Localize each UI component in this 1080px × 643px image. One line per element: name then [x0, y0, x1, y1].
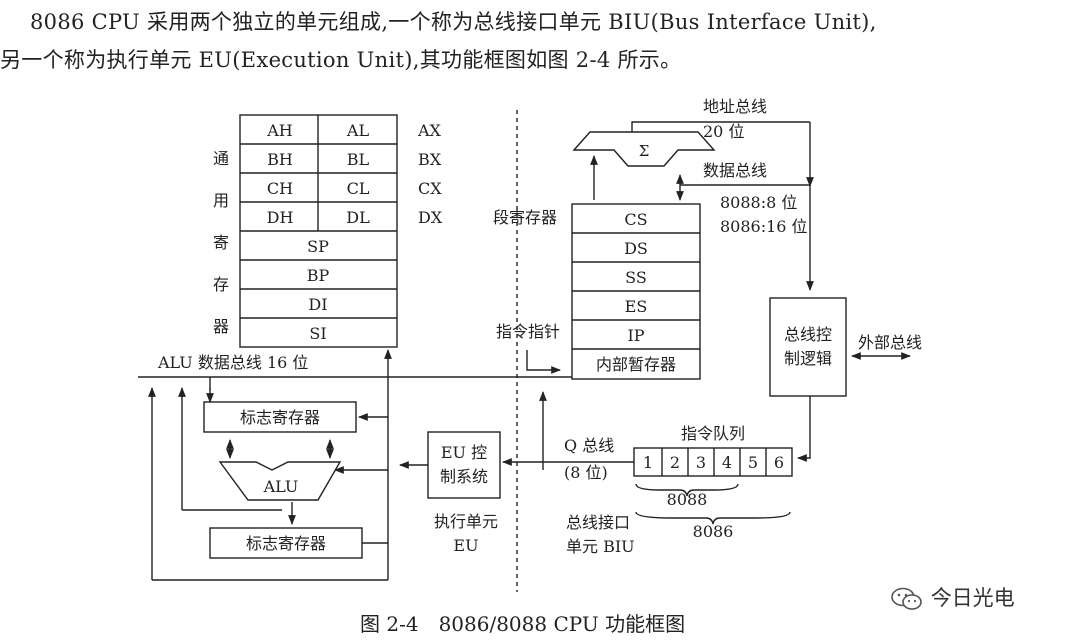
register-bp: BP [307, 266, 330, 285]
sigma-adder [572, 131, 716, 167]
register-low-bl: BL [347, 150, 370, 169]
q-bus-label: Q 总线 [564, 436, 614, 455]
bus-control-label: 制逻辑 [784, 349, 832, 368]
eu-unit-label: 执行单元 [434, 512, 498, 531]
instruction-queue-label: 指令队列 [681, 424, 745, 443]
biu-unit-label: 单元 BIU [566, 537, 635, 556]
address-bus-label: 地址总线 [703, 97, 767, 116]
register-ip: IP [627, 326, 644, 345]
intro-line-2: 另一个称为执行单元 EU(Execution Unit),其功能框图如图 2-4… [0, 48, 682, 72]
data-bus-width-8088: 8088:8 位 [720, 193, 797, 212]
register-name-bx: BX [418, 150, 442, 169]
register-sp: SP [307, 237, 329, 256]
register-low-cl: CL [347, 179, 370, 198]
gpr-label-char: 寄 [213, 233, 229, 252]
watermark-text: 今日光电 [930, 586, 1015, 610]
general-register-block [239, 114, 398, 348]
queue-cell: 3 [696, 453, 706, 472]
external-bus-label: 外部总线 [858, 333, 922, 352]
alu-shape [218, 461, 342, 501]
queue-cell: 2 [670, 453, 680, 472]
register-high-dh: DH [267, 208, 294, 227]
register-high-bh: BH [267, 150, 293, 169]
alu-bus-label: ALU 数据总线 16 位 [157, 353, 308, 372]
sigma-label: Σ [639, 142, 650, 160]
eu-unit-label: EU [453, 536, 478, 555]
queue-cell: 5 [748, 453, 758, 472]
queue-cell: 4 [722, 453, 732, 472]
register-name-cx: CX [418, 179, 442, 198]
register-low-al: AL [346, 121, 370, 140]
register-di: DI [308, 295, 327, 314]
intro-line-1: 8086 CPU 采用两个独立的单元组成,一个称为总线接口单元 BIU(Bus … [30, 10, 877, 34]
bus-control-label: 总线控 [784, 325, 832, 344]
register-cs: CS [624, 210, 647, 229]
gpr-label-char: 存 [213, 275, 229, 294]
q-bus-width: (8 位) [564, 463, 608, 482]
gpr-label-char: 用 [213, 191, 229, 210]
register-si: SI [309, 324, 326, 343]
register-high-ch: CH [267, 179, 293, 198]
segment-register-label: 段寄存器 [493, 208, 557, 227]
flag-register-top [203, 401, 357, 433]
flag-register-bottom-label: 标志寄存器 [246, 534, 326, 553]
eu-control-label: 制系统 [440, 467, 488, 486]
register-ss: SS [625, 268, 647, 287]
register-es: ES [625, 297, 648, 316]
alu-label: ALU [263, 477, 299, 496]
gpr-label-char: 通 [213, 149, 229, 168]
instruction-queue [633, 447, 793, 477]
queue-8086-label: 8086 [693, 522, 734, 541]
address-bus-width: 20 位 [703, 122, 744, 141]
instruction-pointer-label: 指令指针 [496, 322, 560, 341]
register-name-ax: AX [417, 121, 442, 140]
data-bus-width-8086: 8086:16 位 [720, 217, 808, 236]
flag-register-top-label: 标志寄存器 [240, 408, 320, 427]
gpr-label-char: 器 [213, 317, 229, 336]
eu-control-box [427, 431, 501, 499]
queue-cell: 6 [774, 453, 784, 472]
bus-control-logic-box [769, 297, 847, 397]
register-low-dl: DL [346, 208, 370, 227]
register-name-dx: DX [418, 208, 443, 227]
queue-8088-label: 8088 [667, 490, 708, 509]
queue-cell: 1 [643, 453, 653, 472]
watermark: 今日光电 [890, 582, 1015, 612]
figure-caption: 图 2-4 8086/8088 CPU 功能框图 [360, 612, 686, 636]
internal-temp-register: 内部暂存器 [596, 355, 676, 374]
register-ds: DS [624, 239, 648, 258]
eu-control-label: EU 控 [441, 443, 487, 462]
wechat-icon [891, 587, 922, 610]
biu-unit-label: 总线接口 [566, 513, 630, 532]
data-bus-label: 数据总线 [703, 161, 767, 180]
register-high-ah: AH [266, 121, 293, 140]
